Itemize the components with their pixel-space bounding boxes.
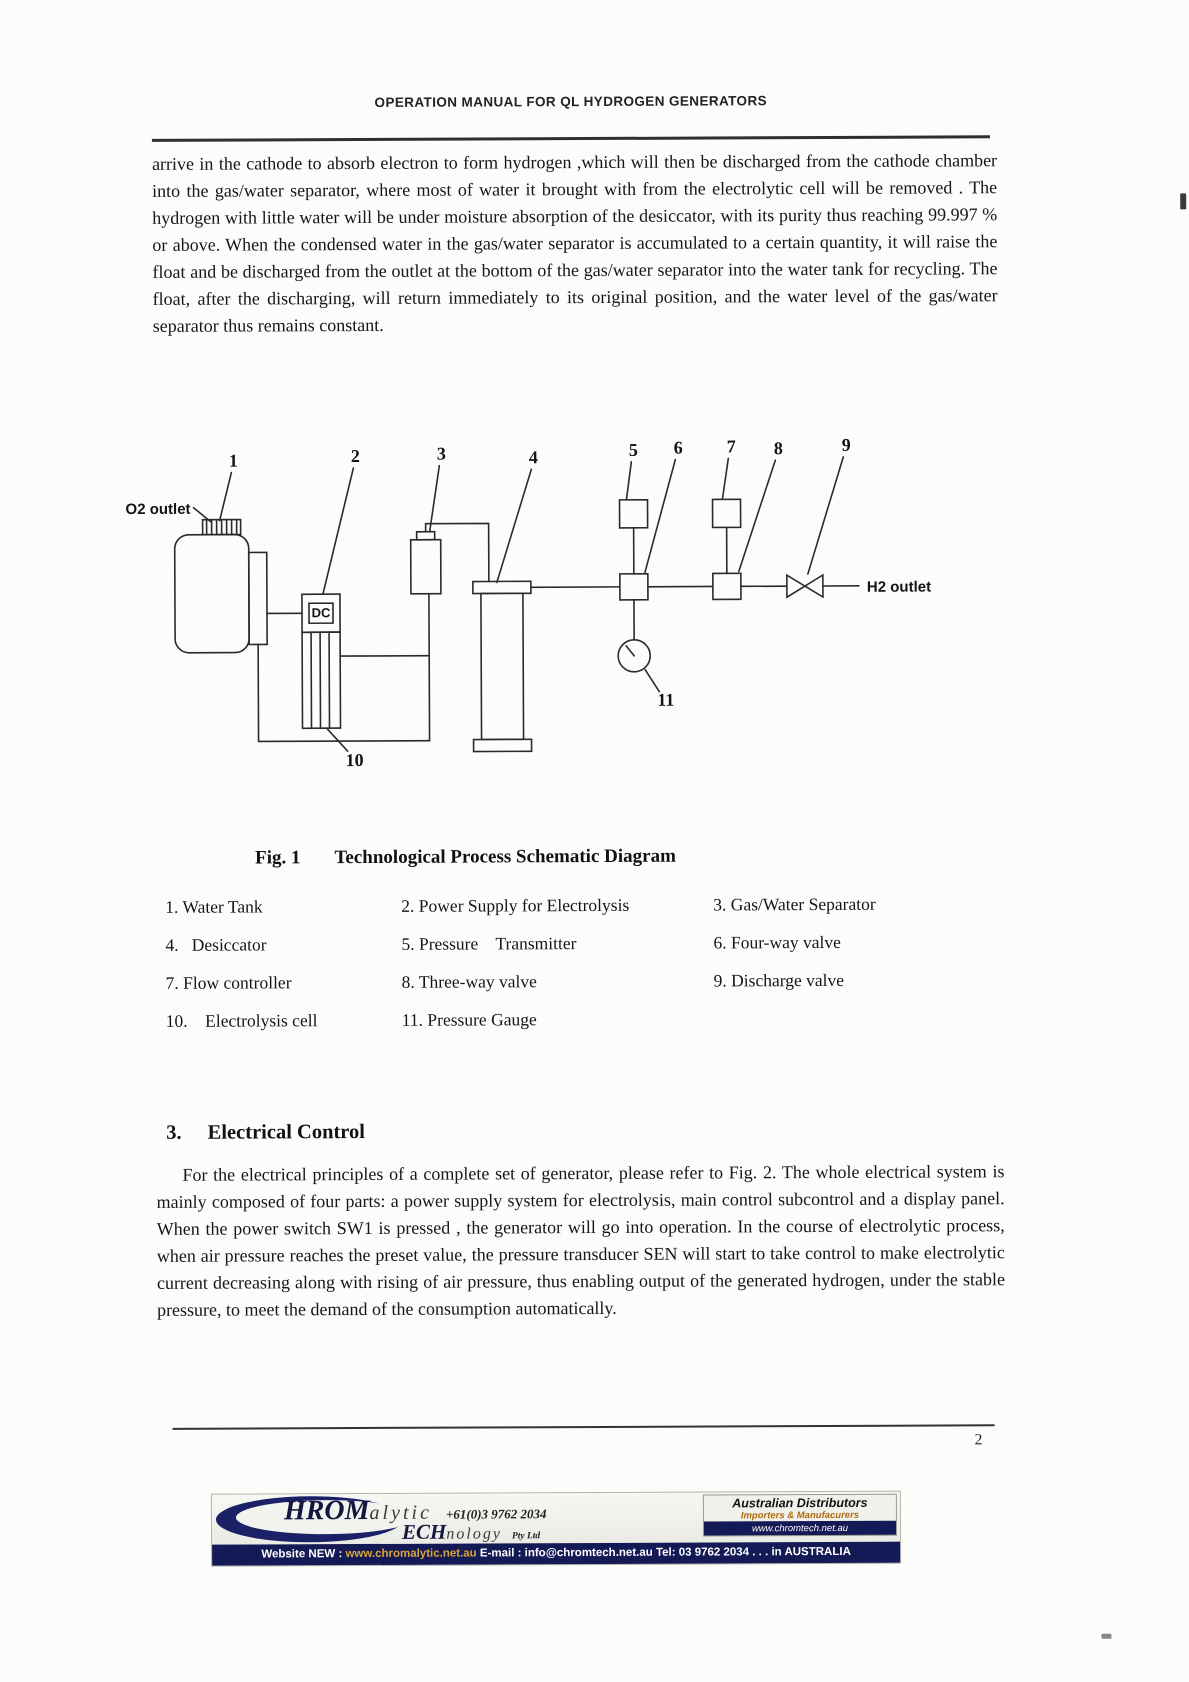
legend-item: 1. Water Tank <box>165 896 263 917</box>
section-number: 3. <box>166 1121 182 1144</box>
diagram-number-1: 1 <box>229 451 238 471</box>
legend-item: 7. Flow controller <box>165 972 292 993</box>
page-number: 2 <box>974 1431 983 1449</box>
legend-item: 4. Desiccator <box>165 934 267 955</box>
legend-item <box>714 1007 976 1029</box>
figure-legend: 1. Water Tank 2. Power Supply for Electr… <box>165 893 976 1032</box>
footer-website-url: www.chromalytic.net.au <box>345 1547 477 1561</box>
chromalytic-swoosh-logo-icon <box>215 1496 416 1543</box>
pressure-transmitter <box>618 498 649 529</box>
flow-controller <box>711 498 742 529</box>
diagram-number-11: 11 <box>657 690 674 710</box>
footer-bar-contact: E-mail : info@chromtech.net.au Tel: 03 9… <box>476 1545 851 1560</box>
brand-ptyltd: Pty Ltd <box>511 1531 541 1542</box>
legend-item: 3. Gas/Water Separator <box>713 893 876 915</box>
gas-water-separator <box>409 530 442 595</box>
h2-outlet-label: H2 outlet <box>867 579 931 596</box>
diagram-number-2: 2 <box>351 446 360 466</box>
distributor-line-2: Importers & Manufacurers <box>740 1509 860 1522</box>
legend-item: 6. Four-way valve <box>713 931 841 953</box>
intro-paragraph: arrive in the cathode to absorb electron… <box>151 150 998 336</box>
legend-item: 11. Pressure Gauge <box>401 1009 537 1030</box>
diagram-number-9: 9 <box>842 435 851 455</box>
tank-level-window <box>247 551 268 646</box>
legend-item: 5. Pressure Transmitter <box>401 933 577 954</box>
diagram-number-6: 6 <box>674 438 683 458</box>
footer-branding: HROMalytic +61(0)3 9762 2034 ECHnology P… <box>210 1490 902 1567</box>
footer-rule <box>172 1424 995 1430</box>
diagram-number-5: 5 <box>629 440 638 460</box>
electrical-control-paragraph: For the electrical principles of a compl… <box>156 1161 1005 1320</box>
brand-ech: ECH <box>401 1519 447 1544</box>
leader-lines <box>192 456 845 752</box>
figure-caption: Fig. 1 Technological Process Schematic Di… <box>255 846 676 870</box>
figure-caption-number: Fig. 1 <box>255 847 301 869</box>
section-heading-electrical-control: 3. Electrical Control <box>166 1121 365 1145</box>
diagram-number-10: 10 <box>346 750 364 770</box>
legend-item: 2. Power Supply for Electrolysis <box>401 894 630 916</box>
distributor-box: Australian Distributors Importers & Manu… <box>702 1493 898 1537</box>
piping <box>257 522 860 743</box>
electrolysis-cell <box>301 631 342 730</box>
three-way-valve <box>712 572 742 601</box>
process-schematic-diagram: 1 2 3 4 5 6 7 8 9 10 11 O2 outlet H2 out… <box>125 435 931 770</box>
diagram-number-7: 7 <box>727 436 736 456</box>
section-title: Electrical Control <box>207 1121 366 1144</box>
footer-contact-bar: Website NEW : www.chromalytic.net.au E-m… <box>212 1541 901 1566</box>
legend-item: 10. Electrolysis cell <box>165 1010 318 1031</box>
brand-nology: nology <box>446 1525 502 1543</box>
brand-hrom: HROM <box>283 1494 370 1527</box>
water-tank <box>173 518 268 654</box>
desiccator-column <box>472 580 533 753</box>
legend-item: 8. Three-way valve <box>401 971 537 992</box>
distributor-line-1: Australian Distributors <box>732 1495 868 1511</box>
header-rule <box>151 135 990 142</box>
dc-label: DC <box>312 605 331 620</box>
pressure-gauge <box>617 639 651 673</box>
legend-item: 9. Discharge valve <box>713 969 845 991</box>
footer-bar-prefix: Website NEW : <box>261 1548 346 1561</box>
scan-artifact <box>1180 193 1187 210</box>
scan-artifact <box>1101 1633 1112 1639</box>
document-header: OPERATION MANUAL FOR QL HYDROGEN GENERAT… <box>374 93 768 110</box>
distributor-website: www.chromtech.net.au <box>703 1520 897 1536</box>
footer-main: HROMalytic +61(0)3 9762 2034 ECHnology P… <box>212 1492 900 1545</box>
figure-caption-title: Technological Process Schematic Diagram <box>334 845 676 869</box>
four-way-valve <box>619 572 649 601</box>
diagram-number-8: 8 <box>774 438 783 458</box>
diagram-number-3: 3 <box>437 444 446 464</box>
o2-outlet-label: O2 outlet <box>125 501 190 518</box>
discharge-valve <box>786 573 824 599</box>
diagram-number-4: 4 <box>529 447 538 467</box>
